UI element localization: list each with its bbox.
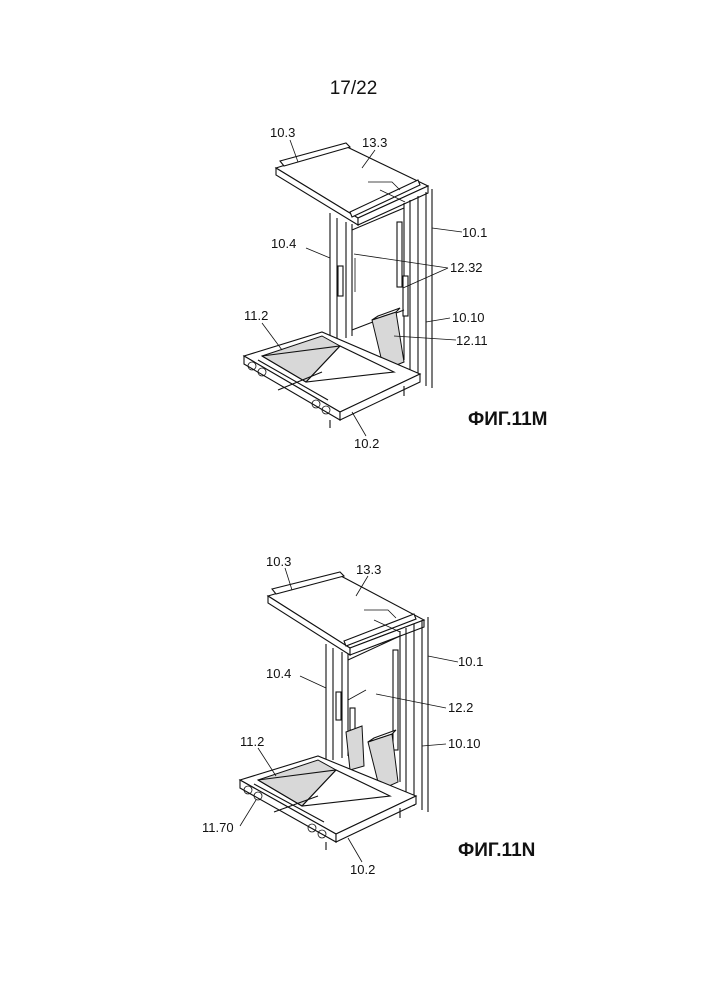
label-10-10: 10.10: [448, 736, 481, 751]
label-11-2: 11.2: [240, 734, 264, 749]
figure-caption-11m: ФИГ.11M: [468, 409, 547, 430]
label-11-2: 11.2: [244, 308, 268, 323]
top-panel: [268, 572, 424, 655]
label-10-10: 10.10: [452, 310, 485, 325]
label-13-3: 13.3: [356, 562, 381, 577]
label-10-2: 10.2: [354, 436, 379, 451]
label-12-11: 12.11: [456, 333, 488, 348]
figure-caption-11n: ФИГ.11N: [458, 840, 535, 861]
label-12-32: 12.32: [450, 260, 483, 275]
figure-11m: 10.3 13.3 10.1 10.4 12.32 11.2 10.10 12.…: [244, 125, 547, 451]
label-12-2: 12.2: [448, 700, 473, 715]
figure-11n: 10.3 13.3 10.1 10.4 12.2 11.2 10.10 11.7…: [202, 554, 535, 877]
label-10-3: 10.3: [270, 125, 295, 140]
label-10-1: 10.1: [462, 225, 487, 240]
label-10-1: 10.1: [458, 654, 483, 669]
label-11-70: 11.70: [202, 820, 234, 835]
label-10-4: 10.4: [266, 666, 291, 681]
label-13-3: 13.3: [362, 135, 387, 150]
label-10-3: 10.3: [266, 554, 291, 569]
top-panel: [276, 143, 428, 225]
label-10-2: 10.2: [350, 862, 375, 877]
label-10-4: 10.4: [271, 236, 296, 251]
